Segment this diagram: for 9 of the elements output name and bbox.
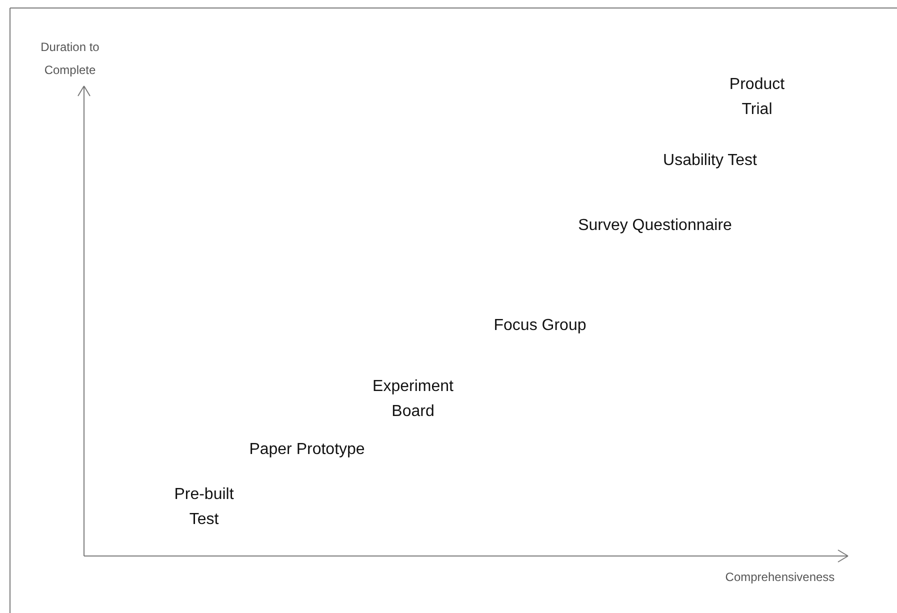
method-label: Experiment Board [372, 377, 454, 422]
axis-label: Duration to Complete [40, 39, 100, 79]
method-label: Product Trial [728, 75, 786, 120]
method-label: Paper Prototype [248, 440, 366, 460]
method-label: Focus Group [492, 316, 588, 336]
axis-label: Comprehensiveness [724, 569, 836, 586]
method-label: Usability Test [662, 151, 758, 171]
method-label: Survey Questionnaire [577, 216, 733, 236]
method-label: Pre-built Test [173, 485, 235, 530]
